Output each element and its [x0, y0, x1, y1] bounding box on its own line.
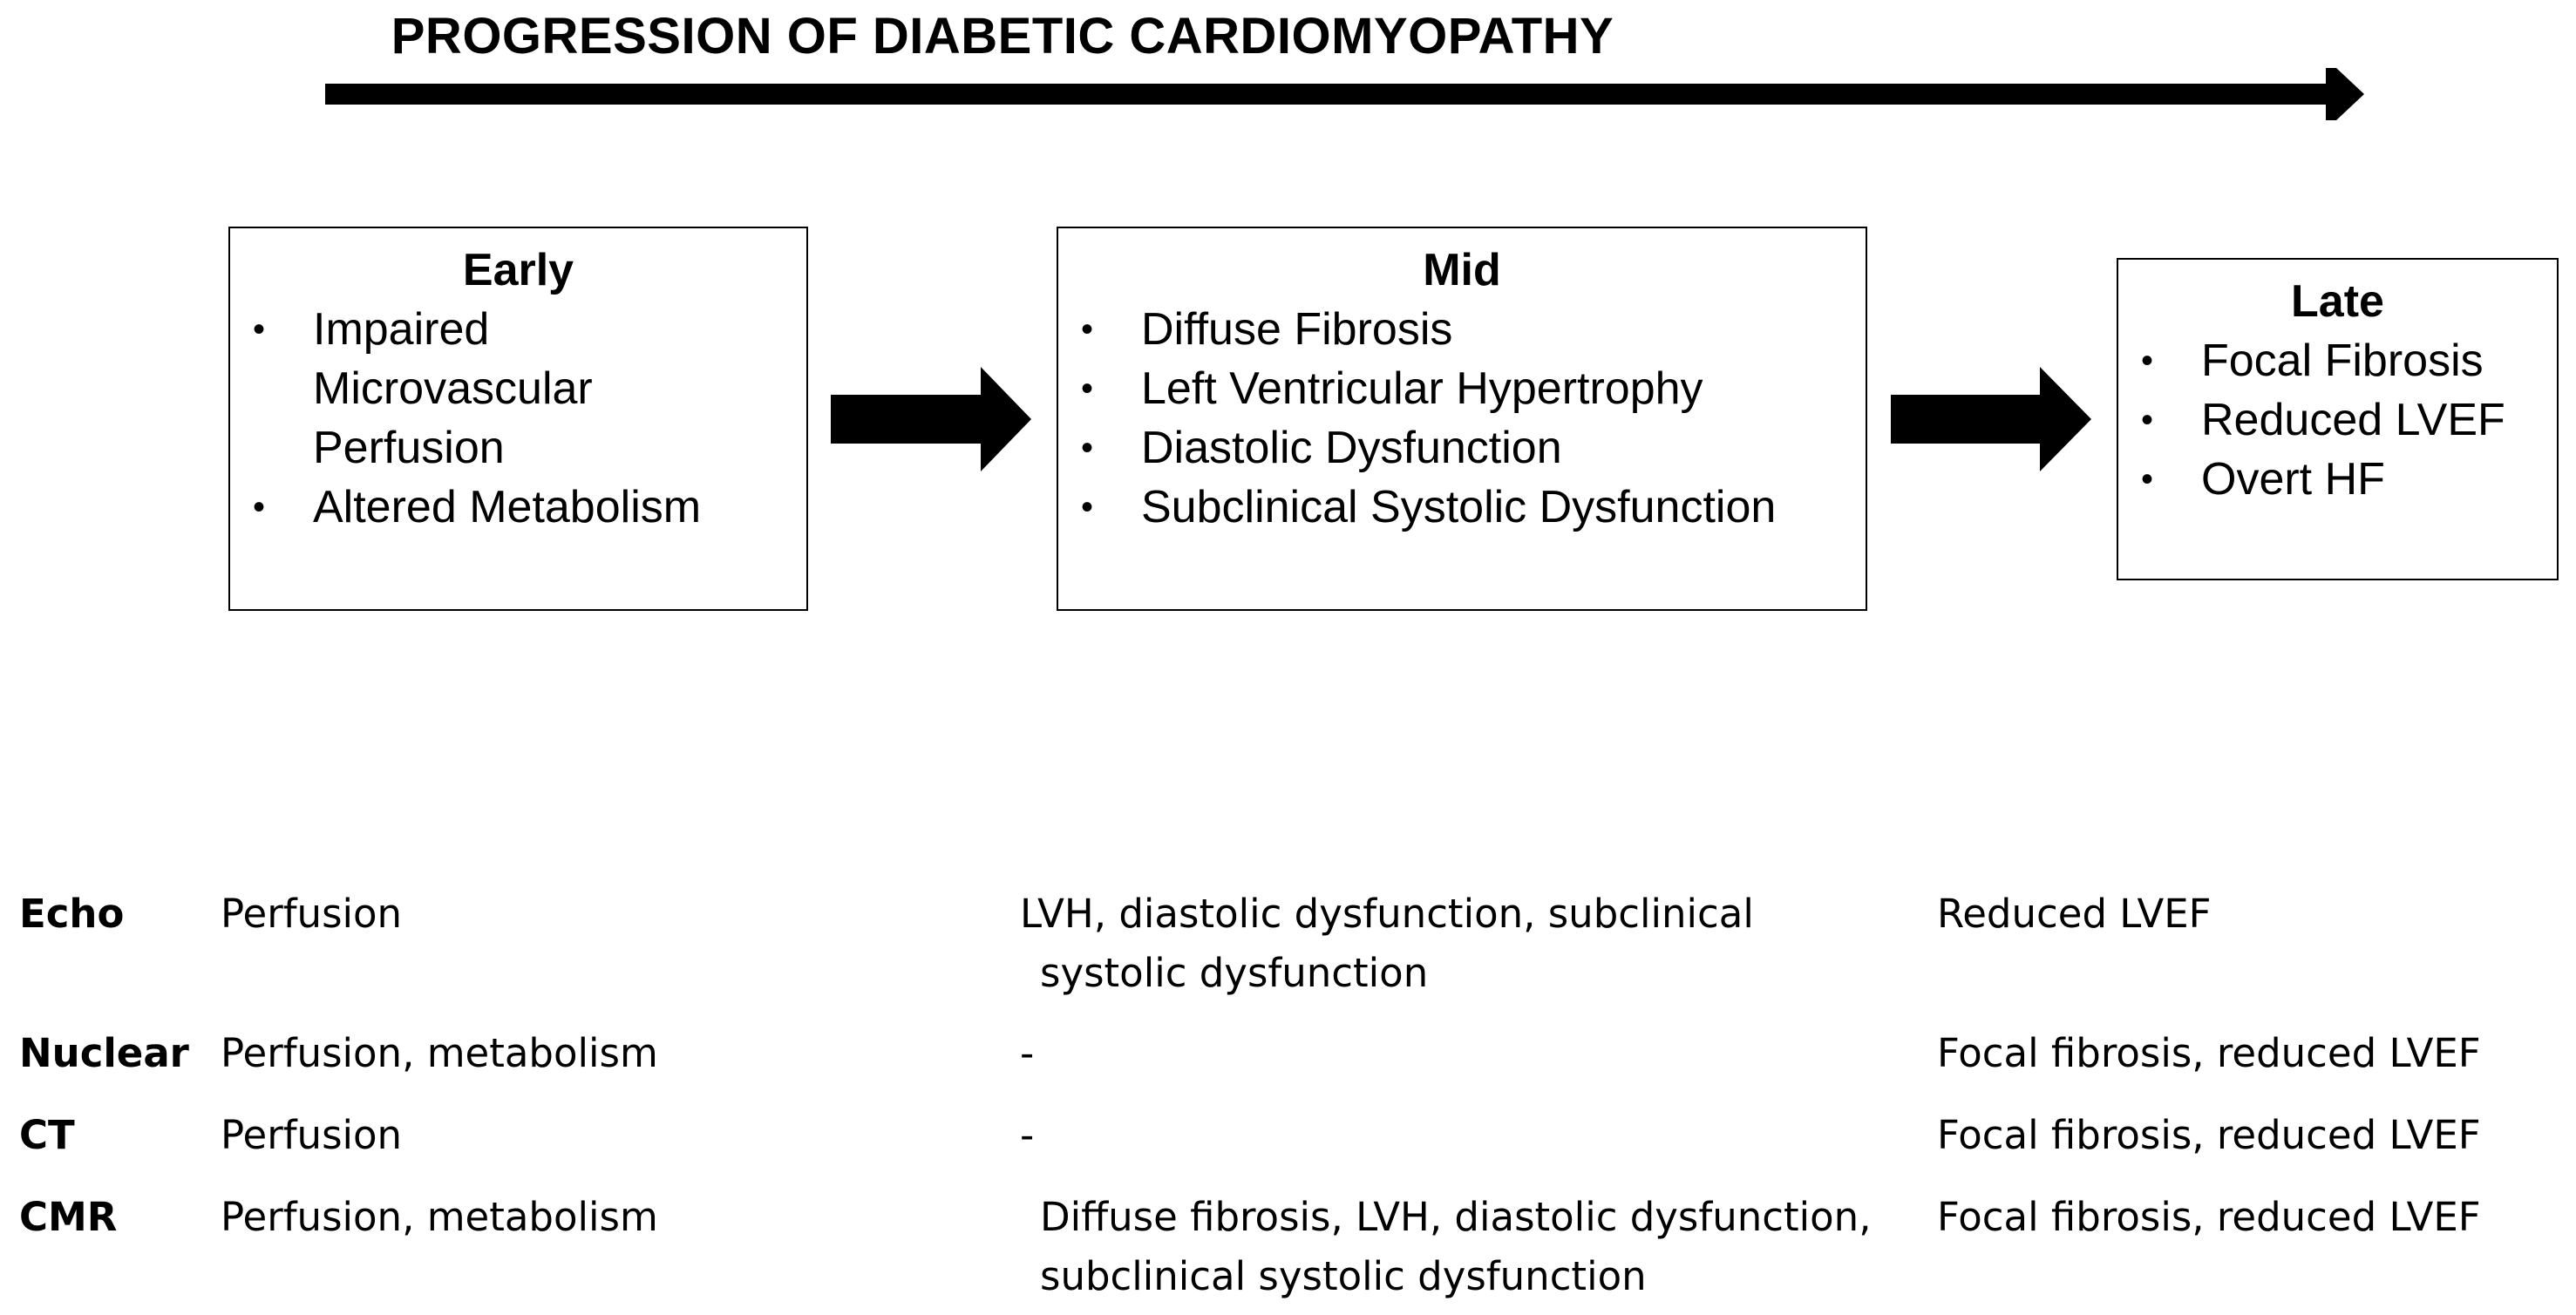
list-item: • Reduced LVEF — [2118, 390, 2557, 450]
bullet: • — [253, 488, 266, 526]
list-item: • Subclinical Systolic Dysfunction — [1058, 478, 1866, 537]
stage-heading-mid: Mid — [1423, 245, 1501, 295]
early-finding: Perfusion — [221, 891, 403, 937]
bullet: • — [253, 310, 266, 349]
stage-list-mid: • Diffuse Fibrosis • Left Ventricular Hy… — [1058, 300, 1866, 537]
arrow-mid-to-late — [1891, 367, 2091, 471]
item-text: Subclinical Systolic Dysfunction — [1141, 482, 1777, 532]
item-text: Left Ventricular Hypertrophy — [1141, 363, 1703, 414]
item-text: Altered Metabolism — [313, 482, 702, 532]
bullet: • — [2141, 342, 2154, 380]
list-item: • Altered Metabolism — [230, 478, 806, 537]
list-item: • Left Ventricular Hypertrophy — [1058, 359, 1866, 418]
arrow-early-to-mid — [831, 367, 1031, 471]
list-item: • Diastolic Dysfunction — [1058, 418, 1866, 478]
modality-name: Nuclear — [19, 1030, 189, 1076]
bullet: • — [1081, 369, 1094, 408]
item-text: Diastolic Dysfunction — [1141, 423, 1562, 473]
stage-box-mid: Mid • Diffuse Fibrosis • Left Ventricula… — [1057, 227, 1867, 611]
stage-list-early: • Impaired Microvascular Perfusion • Alt… — [230, 300, 806, 537]
mid-finding-line2: subclinical systolic dysfunction — [1040, 1253, 1647, 1299]
stage-box-early: Early • Impaired Microvascular Perfusion… — [228, 227, 808, 611]
bullet: • — [1081, 488, 1094, 526]
item-text: Impaired Microvascular Perfusion — [313, 304, 593, 473]
list-item: • Overt HF — [2118, 450, 2557, 509]
bullet: • — [1081, 310, 1094, 349]
bullet: • — [1081, 429, 1094, 467]
stage-list-late: • Focal Fibrosis • Reduced LVEF • Overt … — [2118, 331, 2557, 509]
stage-heading-early: Early — [462, 245, 574, 295]
early-finding: Perfusion, metabolism — [221, 1030, 658, 1076]
progression-arrow — [325, 68, 2364, 120]
item-text: Overt HF — [2201, 454, 2385, 505]
modality-name: CMR — [19, 1194, 118, 1240]
list-item: • Impaired Microvascular Perfusion — [230, 300, 679, 478]
early-finding: Perfusion, metabolism — [221, 1194, 658, 1240]
mid-finding-line1: - — [1020, 1112, 1035, 1158]
stage-heading-late: Late — [2291, 276, 2384, 327]
mid-finding-line1: - — [1020, 1030, 1035, 1076]
item-text: Focal Fibrosis — [2201, 336, 2484, 386]
diagram-title: PROGRESSION OF DIABETIC CARDIOMYOPATHY — [391, 8, 1614, 64]
late-finding: Focal fibrosis, reduced LVEF — [1937, 1112, 2481, 1158]
mid-finding-line1: LVH, diastolic dysfunction, subclinical — [1020, 891, 1754, 937]
list-item: • Focal Fibrosis — [2118, 331, 2557, 390]
stage-box-late: Late • Focal Fibrosis • Reduced LVEF • O… — [2117, 258, 2559, 580]
late-finding: Focal fibrosis, reduced LVEF — [1937, 1030, 2481, 1076]
bullet: • — [2141, 460, 2154, 498]
item-text: Reduced LVEF — [2201, 395, 2505, 445]
late-finding: Focal fibrosis, reduced LVEF — [1937, 1194, 2481, 1240]
bullet: • — [2141, 401, 2154, 439]
mid-finding-line1: Diffuse fibrosis, LVH, diastolic dysfunc… — [1040, 1194, 1872, 1240]
modality-name: Echo — [19, 891, 125, 937]
item-text: Diffuse Fibrosis — [1141, 304, 1453, 355]
mid-finding-line2: systolic dysfunction — [1040, 950, 1429, 996]
early-finding: Perfusion — [221, 1112, 403, 1158]
late-finding: Reduced LVEF — [1937, 891, 2212, 937]
modality-name: CT — [19, 1112, 75, 1158]
list-item: • Diffuse Fibrosis — [1058, 300, 1866, 359]
